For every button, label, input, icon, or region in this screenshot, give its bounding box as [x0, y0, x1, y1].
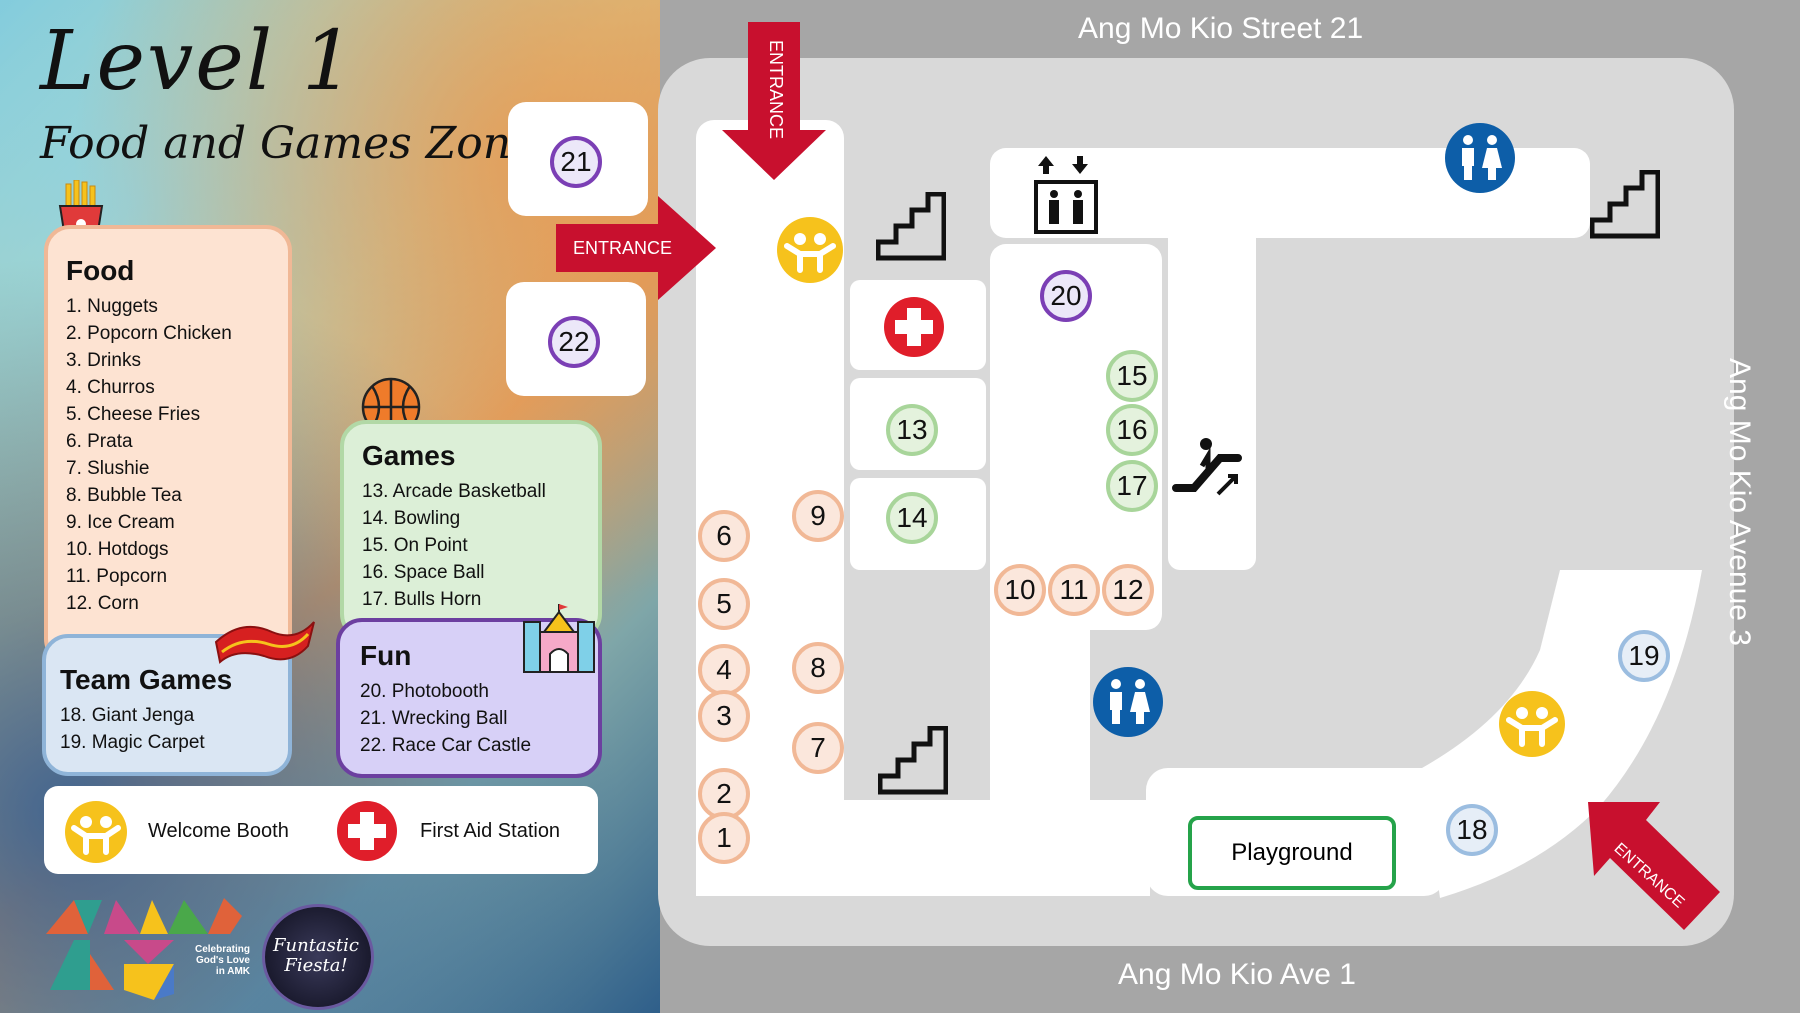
- bouncy-castle-icon: [523, 604, 595, 673]
- toilet-icon: [1093, 667, 1163, 737]
- food-item: 9. Ice Cream: [66, 512, 175, 533]
- entrance-label-top: ENTRANCE: [766, 40, 786, 140]
- fun-item: 21. Wrecking Ball: [360, 708, 508, 729]
- booth-marker-3: 3: [698, 690, 750, 742]
- booth-marker-6: 6: [698, 510, 750, 562]
- funtastic-fiesta-logo: [262, 904, 374, 1010]
- booth-marker-13: 13: [886, 404, 938, 456]
- booth-marker-12: 12: [1102, 564, 1154, 616]
- entrance-arrow-left: [556, 196, 716, 300]
- lift-icon: [1034, 156, 1098, 234]
- fun-item: 22. Race Car Castle: [360, 735, 532, 756]
- food-item: 6. Prata: [66, 431, 133, 452]
- booth-marker-4: 4: [698, 644, 750, 696]
- games-heading: Games: [362, 440, 456, 471]
- welcome-booth-legend-icon: [65, 801, 127, 863]
- booth-marker-2: 2: [698, 768, 750, 820]
- welcome-booth-legend-label: Welcome Booth: [148, 820, 289, 842]
- games-item: 15. On Point: [362, 535, 468, 556]
- first-aid-icon: [884, 297, 944, 357]
- fun-item: 20. Photobooth: [360, 681, 489, 702]
- food-item: 11. Popcorn: [66, 566, 168, 587]
- booth-marker-18: 18: [1446, 804, 1498, 856]
- magic-carpet-icon: [214, 621, 315, 664]
- entrance-arrow-top: [722, 22, 826, 180]
- booth-marker-10: 10: [994, 564, 1046, 616]
- stairs-icon: [878, 726, 948, 795]
- food-item: 12. Corn: [66, 593, 139, 614]
- booth-marker-16: 16: [1106, 404, 1158, 456]
- food-item: 10. Hotdogs: [66, 539, 169, 560]
- food-item: 1. Nuggets: [66, 296, 158, 317]
- booth-marker-20: 20: [1040, 270, 1092, 322]
- amk-45-logo: [46, 898, 242, 1000]
- playground: Playground: [1188, 816, 1396, 890]
- booth-marker-22: 22: [548, 316, 600, 368]
- walkway-bottom: [696, 800, 1150, 896]
- games-item: 17. Bulls Horn: [362, 589, 482, 610]
- page-subtitle: Food and Games Zone: [40, 118, 538, 169]
- escalator-icon: [1172, 438, 1242, 496]
- games-item: 13. Arcade Basketball: [362, 481, 546, 502]
- fun-heading: Fun: [360, 640, 412, 671]
- booth-marker-15: 15: [1106, 350, 1158, 402]
- booth-marker-14: 14: [886, 492, 938, 544]
- toilet-icon: [1445, 123, 1515, 193]
- walkway-escalator: [1168, 220, 1256, 570]
- booth-marker-11: 11: [1048, 564, 1100, 616]
- games-item: 14. Bowling: [362, 508, 461, 529]
- first-aid-legend-icon: [337, 801, 397, 861]
- games-item: 16. Space Ball: [362, 562, 485, 583]
- welcome-booth-icon: [1499, 691, 1565, 757]
- team-games-item: 19. Magic Carpet: [60, 732, 205, 753]
- road-top: Ang Mo Kio Street 21: [1078, 12, 1364, 45]
- booth-marker-5: 5: [698, 578, 750, 630]
- amk-tagline: Celebrating God's Love in AMK: [194, 944, 250, 977]
- food-item: 2. Popcorn Chicken: [66, 323, 232, 344]
- food-item: 3. Drinks: [66, 350, 141, 371]
- team-games-heading: Team Games: [60, 664, 233, 695]
- entrance-label-left: ENTRANCE: [573, 238, 673, 258]
- booth-marker-21: 21: [550, 136, 602, 188]
- booth-marker-19: 19: [1618, 630, 1670, 682]
- walkway-centre-down: [990, 600, 1090, 810]
- entrance-arrow-bottom-right: [1588, 802, 1720, 930]
- road-right: Ang Mo Kio Avenue 3: [1723, 358, 1756, 646]
- food-item: 7. Slushie: [66, 458, 150, 479]
- legend-card: [44, 786, 598, 874]
- booth-marker-1: 1: [698, 812, 750, 864]
- games-card: Games 13. Arcade Basketball 14. Bowling …: [340, 420, 602, 640]
- stairs-icon: [1590, 170, 1660, 239]
- food-item: 5. Cheese Fries: [66, 404, 201, 425]
- page-title: Level 1: [40, 14, 357, 109]
- team-games-item: 18. Giant Jenga: [60, 705, 195, 726]
- food-card: Food 1. Nuggets 2. Popcorn Chicken 3. Dr…: [44, 225, 292, 665]
- food-heading: Food: [66, 255, 135, 286]
- welcome-booth-icon: [777, 217, 843, 283]
- first-aid-legend-label: First Aid Station: [420, 820, 561, 842]
- funtastic-fiesta-text: Funtastic Fiesta!: [273, 935, 359, 976]
- booth-marker-8: 8: [792, 642, 844, 694]
- team-games-card: Team Games 18. Giant Jenga 19. Magic Car…: [42, 634, 292, 776]
- food-item: 4. Churros: [66, 377, 155, 398]
- stairs-icon: [876, 192, 946, 261]
- booth-marker-7: 7: [792, 722, 844, 774]
- booth-marker-9: 9: [792, 490, 844, 542]
- road-bottom: Ang Mo Kio Ave 1: [1118, 958, 1356, 991]
- food-item: 8. Bubble Tea: [66, 485, 182, 506]
- booth-marker-17: 17: [1106, 460, 1158, 512]
